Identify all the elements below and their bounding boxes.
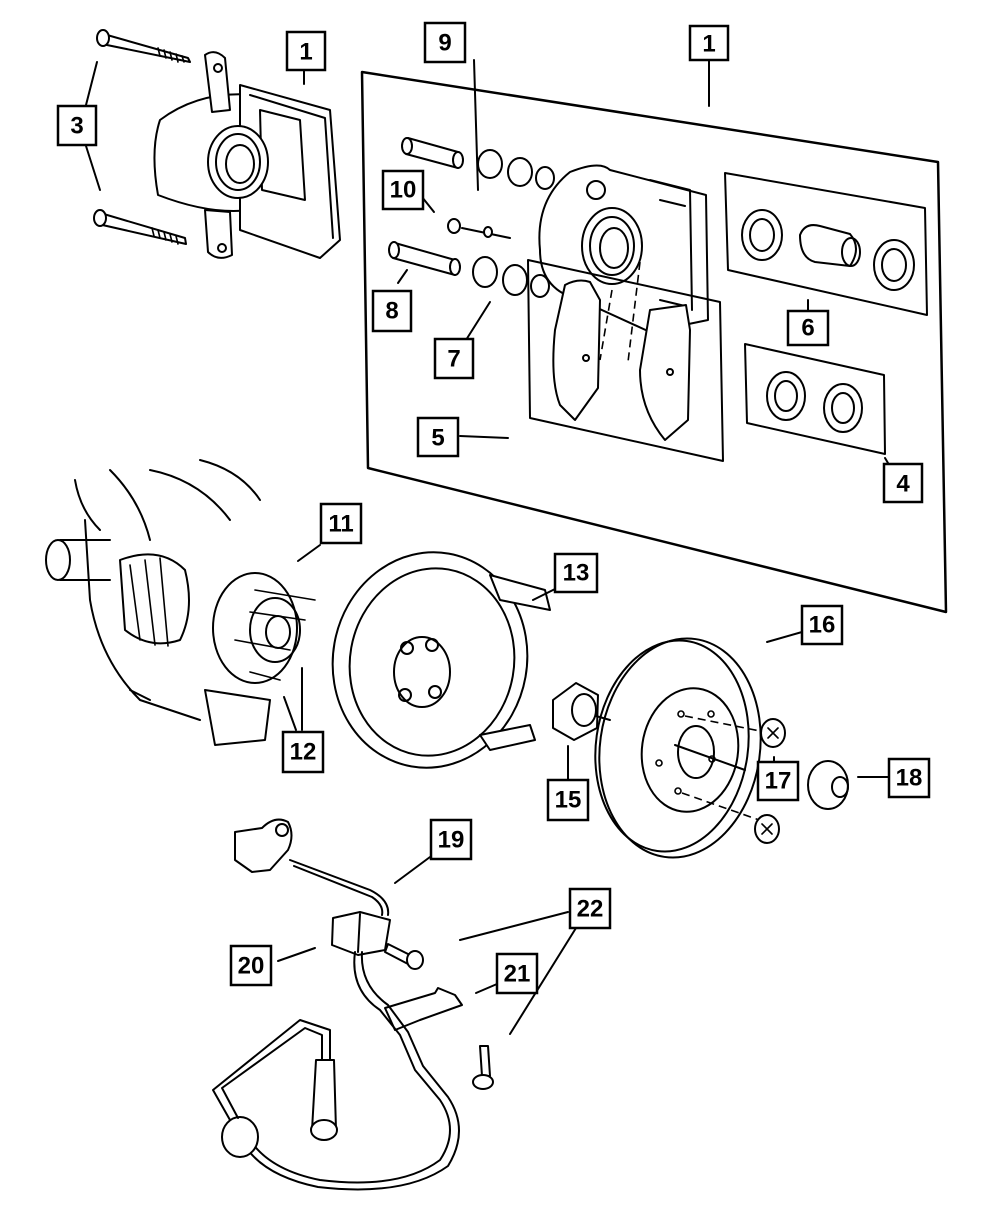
leader-line — [394, 856, 431, 884]
callout-4: 4 — [882, 462, 924, 504]
svg-text:16: 16 — [809, 612, 836, 639]
guide-pin-upper — [401, 137, 464, 169]
splash-shield — [331, 551, 551, 769]
callout-6: 6 — [786, 309, 830, 347]
leader-line — [465, 301, 491, 341]
bleeder-screw — [447, 218, 511, 239]
svg-text:1: 1 — [299, 39, 312, 66]
rotor-retainers — [754, 718, 786, 844]
leader-line — [283, 696, 297, 731]
svg-text:21: 21 — [504, 961, 531, 988]
caliper-guide-bolt-upper — [96, 29, 191, 63]
callout-11: 11 — [319, 502, 363, 545]
svg-text:8: 8 — [385, 298, 398, 325]
piston-kit-box — [724, 172, 928, 316]
callout-8: 8 — [371, 289, 413, 333]
leader-line — [532, 588, 556, 601]
callout-20: 20 — [229, 944, 273, 987]
alignment-dashes — [681, 715, 766, 823]
leader-line — [459, 435, 509, 439]
steering-knuckle — [45, 459, 271, 746]
callout-16: 16 — [800, 604, 844, 646]
alignment-dashes — [599, 261, 641, 363]
leader-line — [459, 911, 569, 941]
sensor-bolt-upper — [384, 943, 424, 970]
svg-text:11: 11 — [328, 511, 353, 538]
svg-text:17: 17 — [765, 768, 792, 795]
brake-rotor — [594, 637, 762, 859]
leader-line — [397, 269, 408, 284]
callout-12: 12 — [281, 730, 325, 774]
callout-21: 21 — [495, 952, 539, 995]
caliper-guide-bolt-lower — [93, 209, 187, 245]
callout-3: 3 — [56, 104, 98, 147]
sensor-bracket — [384, 987, 463, 1031]
callout-9: 9 — [423, 21, 467, 64]
svg-text:1: 1 — [702, 31, 715, 58]
axis-line — [595, 715, 611, 721]
hub-nut — [552, 682, 599, 741]
leader-line — [297, 544, 321, 562]
leader-line — [509, 927, 577, 1035]
svg-text:6: 6 — [801, 315, 814, 342]
callout-5: 5 — [416, 416, 460, 458]
callout-19: 19 — [429, 818, 473, 861]
hub-bearing — [212, 572, 316, 684]
callout-17: 17 — [756, 760, 800, 802]
callout-10: 10 — [381, 169, 425, 211]
wheel-speed-sensor — [234, 818, 390, 916]
sensor-clip — [331, 911, 391, 956]
callout-1-caliper: 1 — [285, 30, 327, 72]
leader-line — [766, 631, 803, 643]
callout-18: 18 — [887, 757, 931, 799]
leader-line — [277, 947, 316, 962]
caliper-body — [153, 51, 341, 259]
leader-line — [85, 61, 98, 106]
seal-kit-box — [744, 343, 886, 455]
svg-text:4: 4 — [896, 471, 910, 498]
caliper-kit-panel — [360, 70, 948, 614]
boot-upper — [477, 149, 555, 190]
svg-text:9: 9 — [438, 30, 451, 57]
brake-pads-box — [527, 259, 724, 462]
leader-line — [475, 983, 498, 994]
svg-text:15: 15 — [555, 787, 582, 814]
sensor-bolt-lower — [472, 1045, 494, 1090]
callout-13: 13 — [553, 552, 599, 594]
svg-text:3: 3 — [70, 113, 83, 140]
svg-text:13: 13 — [563, 560, 590, 587]
svg-text:22: 22 — [577, 896, 604, 923]
callout-15: 15 — [546, 778, 590, 822]
svg-text:19: 19 — [438, 827, 465, 854]
svg-text:12: 12 — [290, 739, 317, 766]
leader-line — [884, 457, 889, 464]
svg-text:10: 10 — [390, 177, 417, 204]
svg-text:5: 5 — [431, 425, 444, 452]
callout-22: 22 — [568, 887, 612, 930]
bushing-boot-lower — [472, 256, 550, 298]
guide-pin-lower — [388, 241, 461, 276]
leader-line — [473, 59, 479, 191]
callout-1-kit: 1 — [688, 24, 730, 62]
dust-cap — [807, 760, 849, 810]
leader-line — [85, 145, 101, 191]
callout-7: 7 — [433, 337, 475, 380]
svg-text:7: 7 — [447, 346, 460, 373]
svg-text:20: 20 — [238, 953, 265, 980]
svg-text:18: 18 — [896, 765, 923, 792]
sensor-cable — [212, 951, 460, 1191]
axis-line — [674, 744, 746, 771]
